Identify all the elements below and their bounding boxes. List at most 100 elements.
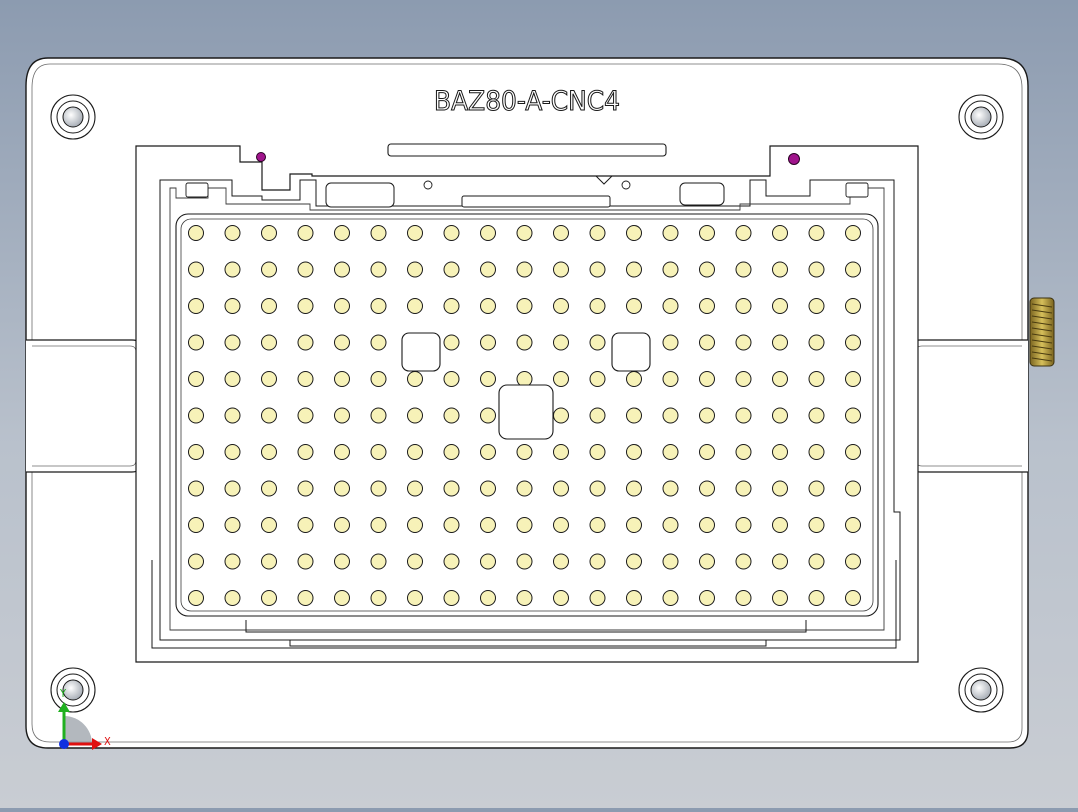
pin — [443, 444, 460, 460]
pin — [407, 407, 423, 424]
pin — [845, 225, 861, 241]
pin — [735, 298, 752, 314]
pin — [845, 261, 861, 278]
pin — [224, 444, 241, 460]
threaded-stud — [1029, 297, 1055, 367]
pin — [662, 553, 679, 570]
pin — [224, 334, 241, 351]
pin — [480, 225, 496, 241]
pin — [626, 298, 642, 314]
locating-pin-left — [256, 152, 266, 162]
pin — [589, 407, 606, 424]
pin — [735, 334, 752, 351]
y-axis-label: Y — [59, 687, 67, 700]
coordinate-triad: X Y — [58, 687, 111, 750]
pin — [808, 334, 825, 351]
pin — [845, 444, 861, 460]
pin — [772, 517, 788, 533]
pin — [261, 261, 277, 278]
pin — [480, 444, 496, 460]
pin — [224, 407, 241, 424]
pin — [297, 444, 314, 460]
pin — [662, 371, 679, 387]
pin — [808, 298, 825, 314]
pin — [334, 298, 350, 314]
pin — [261, 298, 277, 314]
pin — [699, 407, 715, 424]
pin — [589, 480, 606, 497]
pin — [516, 298, 533, 314]
pin — [772, 407, 788, 424]
bolt-top-left — [50, 94, 96, 140]
pin — [626, 517, 642, 533]
cutout-center — [498, 384, 554, 440]
bolt-bottom-right — [958, 667, 1004, 713]
pin — [297, 553, 314, 570]
pin — [772, 334, 788, 351]
pin — [699, 480, 715, 497]
pin — [553, 590, 569, 606]
pin — [662, 480, 679, 497]
bolt-bottom-left — [50, 667, 96, 713]
pin — [261, 371, 277, 387]
pin — [224, 261, 241, 278]
pin — [443, 517, 460, 533]
pin — [188, 371, 204, 387]
pin — [626, 371, 642, 387]
pin — [188, 261, 204, 278]
pin — [699, 590, 715, 606]
pin — [662, 225, 679, 241]
pin — [516, 261, 533, 278]
pin — [370, 517, 387, 533]
pin — [297, 517, 314, 533]
pin — [589, 225, 606, 241]
pocket-right — [679, 182, 725, 206]
pin — [297, 261, 314, 278]
pin — [480, 517, 496, 533]
pin — [626, 444, 642, 460]
pin — [735, 590, 752, 606]
pin — [188, 444, 204, 460]
pin — [334, 225, 350, 241]
nest-inner-wall — [159, 179, 901, 641]
pin — [188, 407, 204, 424]
cutout-left — [401, 332, 441, 372]
pin — [334, 407, 350, 424]
pin — [662, 444, 679, 460]
pin — [589, 517, 606, 533]
pin — [772, 298, 788, 314]
pin — [699, 553, 715, 570]
pin — [808, 371, 825, 387]
pin — [334, 371, 350, 387]
pin — [443, 553, 460, 570]
pin — [662, 407, 679, 424]
pin — [443, 298, 460, 314]
pin — [188, 590, 204, 606]
pin — [626, 590, 642, 606]
pin — [224, 553, 241, 570]
pin — [589, 298, 606, 314]
pin — [224, 517, 241, 533]
pin — [589, 371, 606, 387]
pin — [443, 407, 460, 424]
pin — [516, 517, 533, 533]
pin — [808, 590, 825, 606]
pin — [589, 261, 606, 278]
pin — [553, 371, 569, 387]
pin — [334, 517, 350, 533]
pin — [662, 590, 679, 606]
pin — [553, 334, 569, 351]
pin — [224, 298, 241, 314]
pin — [808, 553, 825, 570]
pin — [443, 225, 460, 241]
pin — [370, 225, 387, 241]
pin — [845, 371, 861, 387]
pin — [845, 480, 861, 497]
x-axis-label: X — [104, 735, 111, 748]
pin — [480, 261, 496, 278]
pin — [845, 334, 861, 351]
pin — [626, 480, 642, 497]
pin — [516, 334, 533, 351]
pin — [662, 261, 679, 278]
